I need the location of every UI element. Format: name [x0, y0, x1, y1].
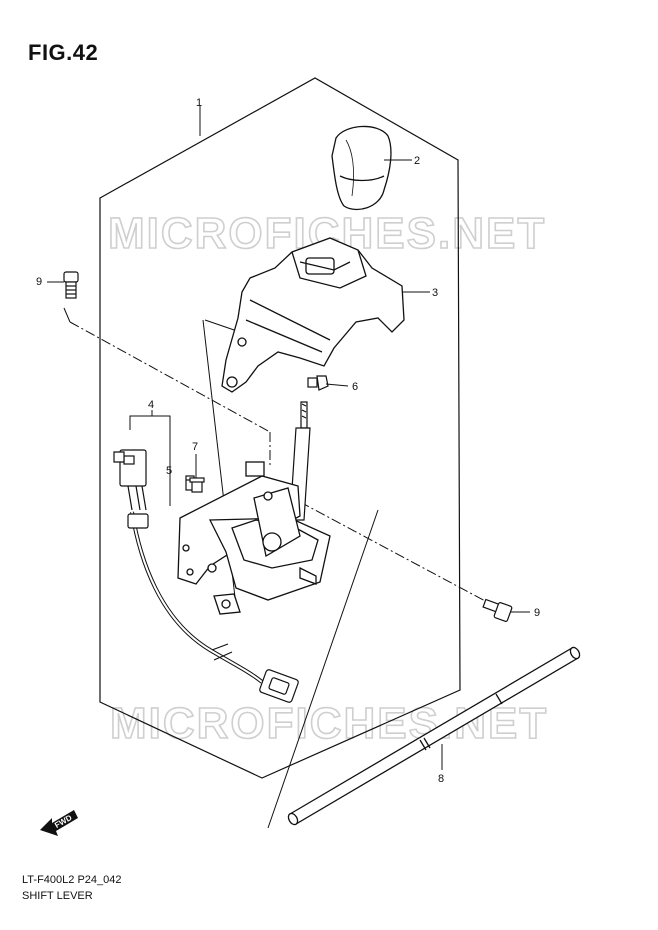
guide-lines	[63, 307, 379, 829]
fwd-arrow-icon: FWD	[40, 810, 78, 836]
callout-5: 5	[166, 465, 172, 477]
leader-lines	[47, 106, 530, 770]
lever-base-bracket	[177, 461, 331, 615]
shift-rod	[287, 646, 581, 826]
shift-knob	[331, 125, 392, 211]
footer-code: LT-F400L2 P24_042	[22, 874, 122, 886]
callout-9-top: 9	[36, 276, 42, 288]
figure-title: FIG.42	[28, 40, 99, 65]
callout-8: 8	[438, 773, 444, 785]
callout-1: 1	[196, 97, 202, 109]
callout-7: 7	[192, 441, 198, 453]
flange-bolt-9-top	[63, 271, 79, 299]
callout-9-right: 9	[534, 607, 540, 619]
footer-caption: SHIFT LEVER	[22, 890, 93, 902]
neutral-switch-harness	[113, 449, 299, 703]
assembly-outline	[99, 77, 461, 779]
bracket-screw-7	[189, 477, 205, 493]
footer: LT-F400L2 P24_042 SHIFT LEVER	[22, 872, 121, 904]
flange-bolt-9-right	[482, 598, 513, 622]
callout-2: 2	[414, 155, 420, 167]
callout-3: 3	[432, 287, 438, 299]
lever-cover	[221, 237, 405, 393]
cover-bolt	[307, 375, 329, 391]
callout-4: 4	[148, 399, 154, 411]
callout-6: 6	[352, 381, 358, 393]
